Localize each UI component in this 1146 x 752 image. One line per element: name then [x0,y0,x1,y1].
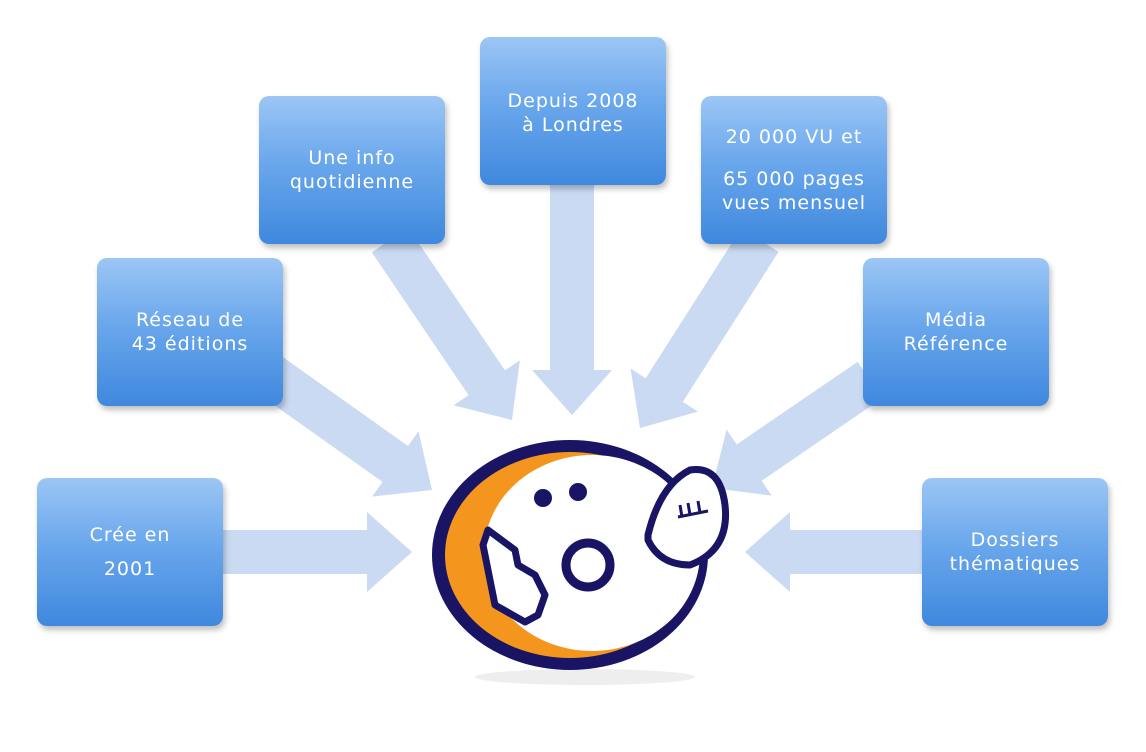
box-text: Réseau de [135,309,245,331]
box-text: Une info [308,147,396,169]
mouth-icon [561,538,615,592]
eye-icon [534,489,552,507]
box-london: Depuis 2008 à Londres [480,37,666,185]
box-audience: 20 000 VU et 65 000 pages vues mensuel [701,96,887,244]
arrow-icon [532,185,612,415]
box-dossiers: Dossiers thématiques [922,478,1108,626]
box-text: vues mensuel [721,192,867,214]
box-text: Depuis 2008 [507,90,639,112]
box-text: quotidienne [289,171,415,193]
box-text: Média [924,309,988,331]
arrow-icon [371,227,520,420]
box-network: Réseau de 43 éditions [97,258,283,406]
smiley-logo [432,440,730,685]
waving-hand-icon [644,465,730,569]
eye-icon [569,483,587,501]
box-text: thématiques [949,553,1081,575]
box-text: 2001 [103,558,157,580]
arrow-icon [257,357,432,497]
arrow-icon [712,361,883,496]
box-founded: Crée en 2001 [37,478,223,626]
arrow-icon [745,512,925,592]
box-reference: Média Référence [863,258,1049,406]
box-text: Crée en [89,524,171,546]
box-text: 65 000 pages [723,168,865,190]
arrow-icon [630,228,779,428]
box-daily-info: Une info quotidienne [259,96,445,244]
box-text: à Londres [522,114,624,136]
box-text: Dossiers [970,529,1060,551]
thumb-hand-icon [479,526,549,626]
box-text: 20 000 VU et [725,126,863,148]
box-text: 43 éditions [131,333,249,355]
arrow-icon [222,512,412,592]
box-text: Référence [903,333,1009,355]
